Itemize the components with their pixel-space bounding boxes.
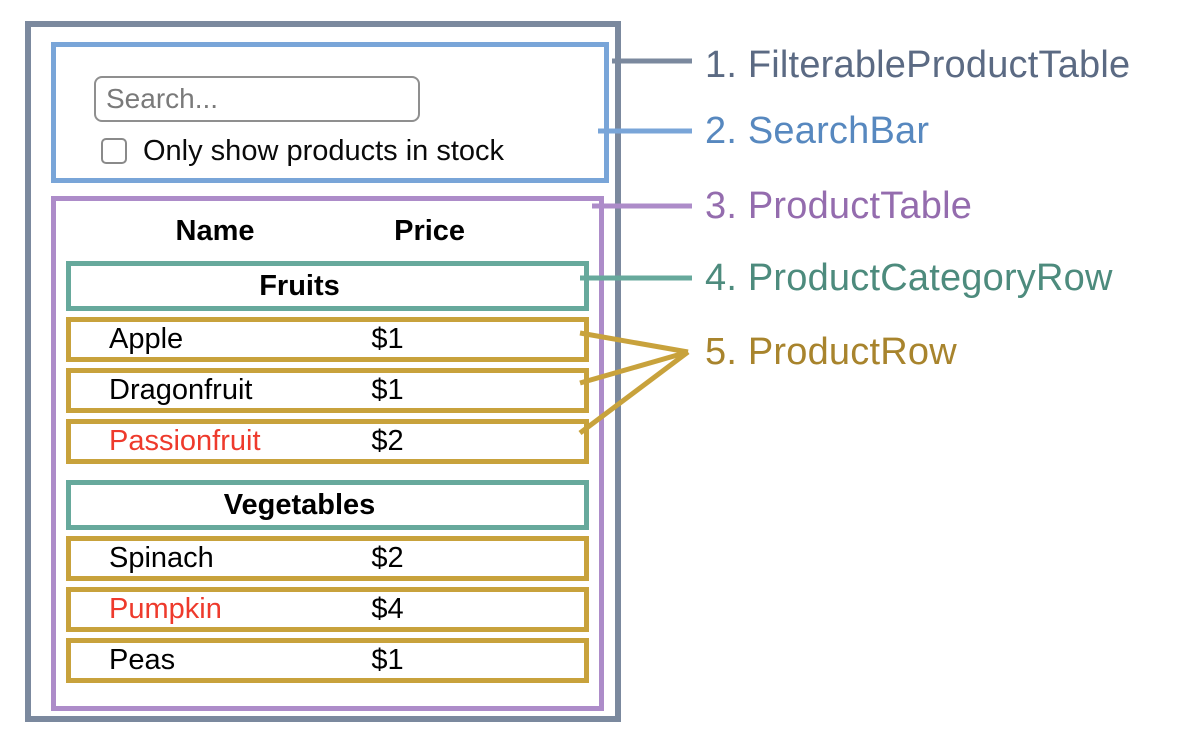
label-number: 1.	[705, 44, 738, 86]
label-number: 5.	[705, 331, 738, 373]
product-name: Spinach	[109, 542, 214, 574]
label-search-bar: 2. SearchBar	[705, 107, 929, 155]
price-column-header: Price	[394, 214, 466, 247]
search-input[interactable]	[94, 76, 420, 122]
product-row-apple: Apple $1	[66, 317, 589, 362]
product-price: $2	[371, 542, 404, 574]
product-price: $1	[371, 644, 404, 676]
product-name: Peas	[109, 644, 176, 676]
filterable-product-table-box: Only show products in stock Name Price F…	[25, 21, 621, 722]
product-row-peas: Peas $1	[66, 638, 589, 683]
product-row-pumpkin: Pumpkin $4	[66, 587, 589, 632]
product-price: $1	[371, 374, 404, 406]
name-column-header: Name	[175, 214, 255, 247]
product-table-box: Name Price Fruits Apple $1 Dragonfruit $…	[51, 196, 604, 711]
label-number: 3.	[705, 185, 738, 227]
search-bar-box: Only show products in stock	[51, 42, 609, 183]
in-stock-label: Only show products in stock	[143, 134, 505, 167]
product-row-passionfruit: Passionfruit $2	[66, 419, 589, 464]
label-text: SearchBar	[747, 110, 930, 152]
label-product-row: 5. ProductRow	[705, 328, 957, 376]
category-row-vegetables: Vegetables	[66, 480, 589, 530]
in-stock-checkbox[interactable]	[101, 138, 127, 164]
product-name: Pumpkin	[109, 593, 222, 625]
product-price: $2	[371, 425, 404, 457]
label-text: FilterableProductTable	[747, 44, 1131, 86]
label-product-category-row: 4. ProductCategoryRow	[705, 254, 1113, 302]
product-price: $4	[371, 593, 404, 625]
label-number: 4.	[705, 257, 738, 299]
in-stock-row: Only show products in stock	[101, 135, 504, 167]
table-header-row: Name Price	[66, 213, 589, 249]
product-name: Apple	[109, 323, 184, 355]
label-text: ProductTable	[747, 185, 973, 227]
label-number: 2.	[705, 110, 738, 152]
category-row-fruits: Fruits	[66, 261, 589, 311]
product-row-dragonfruit: Dragonfruit $1	[66, 368, 589, 413]
product-name: Passionfruit	[109, 425, 261, 457]
label-text: ProductCategoryRow	[747, 257, 1113, 299]
product-name: Dragonfruit	[109, 374, 253, 406]
product-price: $1	[371, 323, 404, 355]
label-filterable-product-table: 1. FilterableProductTable	[705, 41, 1130, 89]
label-product-table: 3. ProductTable	[705, 182, 972, 230]
product-row-spinach: Spinach $2	[66, 536, 589, 581]
label-text: ProductRow	[747, 331, 957, 373]
